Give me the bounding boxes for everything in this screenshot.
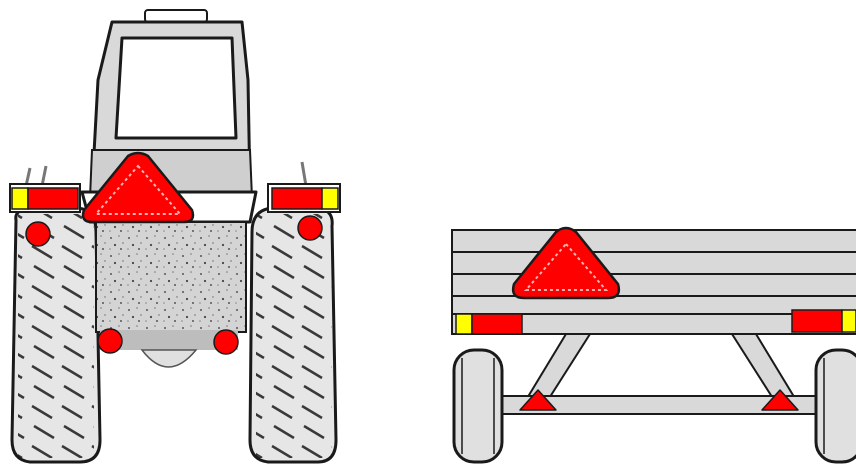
- amber-lamp: [322, 188, 338, 209]
- left-wheel: [454, 350, 502, 462]
- red-tail-lamp: [792, 310, 842, 332]
- red-reflector: [26, 222, 50, 246]
- red-reflector: [298, 216, 322, 240]
- left-lamp-cluster: [456, 314, 522, 334]
- red-tail-lamp: [28, 188, 78, 209]
- red-reflector: [98, 329, 122, 353]
- rear-window: [116, 38, 236, 138]
- right-lamp-cluster: [268, 184, 340, 212]
- trailer-rear-view: [452, 228, 856, 462]
- amber-lamp: [456, 314, 472, 334]
- left-lamp-cluster: [10, 184, 80, 212]
- cab: [90, 10, 252, 198]
- red-tail-lamp: [272, 188, 322, 209]
- left-rear-tire: [12, 208, 100, 462]
- red-tail-lamp: [472, 314, 522, 334]
- red-reflector: [214, 330, 238, 354]
- tractor-rear-view: [10, 10, 340, 462]
- roof-vent: [145, 10, 207, 22]
- right-lamp-cluster: [792, 310, 856, 332]
- pto-hub: [142, 350, 196, 367]
- right-mirror-stalk: [302, 162, 306, 186]
- right-rear-tire: [250, 208, 336, 462]
- amber-lamp: [842, 310, 856, 332]
- amber-lamp: [12, 188, 28, 209]
- right-wheel: [816, 350, 856, 462]
